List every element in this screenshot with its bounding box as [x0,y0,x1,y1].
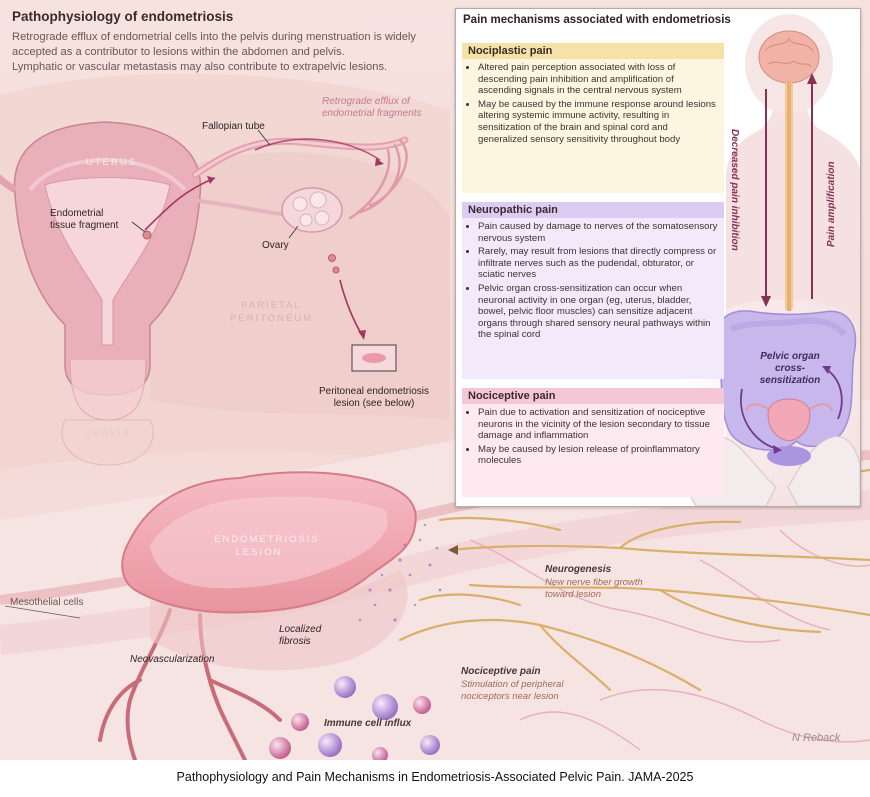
cross-sensitization-arrow [740,388,779,450]
nociceptive-box: Nociceptive pain Pain due to activation … [462,388,724,497]
nociceptive-heading: Nociceptive pain [462,388,724,404]
list-item: May be caused by lesion release of proin… [478,444,720,467]
list-item: Rarely, may result from lesions that dir… [478,246,720,281]
neurogenesis-desc: New nerve fiber growth toward lesion [545,577,643,600]
nociceptive-title: Nociceptive pain [461,666,541,677]
mesothelial-label: Mesothelial cells [10,597,84,608]
amplification-arrowhead [807,73,817,84]
neurogenesis-arrowhead [448,545,458,555]
pelvic-uterus [767,398,811,442]
panel-title: Pain mechanisms associated with endometr… [463,14,731,26]
list-item: Altered pain perception associated with … [478,62,720,97]
neuropathic-box: Neuropathic pain Pain caused by damage t… [462,202,724,379]
pathophysiology-illustration: Pathophysiology of endometriosis Retrogr… [0,0,870,760]
fallopian-tube-label: Fallopian tube [202,121,265,132]
neuropathic-heading: Neuropathic pain [462,202,724,218]
pain-amplification-label: Pain amplification [826,161,837,247]
list-item: Pain caused by damage to nerves of the s… [478,221,720,244]
intro-paragraph-2: Lymphatic or vascular metastasis may als… [12,61,388,73]
nociplastic-list: Altered pain perception associated with … [462,62,724,145]
fibrosis-label: Localized fibrosis [279,624,322,647]
colon [715,310,857,451]
neovascularization-label: Neovascularization [130,654,215,665]
efflux-arrow-fimbriae [254,138,381,161]
tissue-fragment [142,230,152,240]
list-item: Pain due to activation and sensitization… [478,407,720,442]
uterus-label: UTERUS [86,157,138,168]
immune-cells [269,676,440,760]
uterus-lining [28,158,187,192]
retrograde-label: Retrograde efflux of endometrial fragmen… [322,96,422,119]
intro-paragraph-1: Retrograde efflux of endometrial cells i… [12,31,416,58]
neurogenesis-title: Neurogenesis [545,564,612,575]
parietal-peritoneum-label: PARIETAL PERITONEUM [229,300,314,324]
cervix-region [61,419,154,466]
blood-vessels [469,529,870,751]
nociceptive-desc: Stimulation of peripheral nociceptors ne… [461,679,564,702]
pain-mechanisms-panel: Pain mechanisms associated with endometr… [455,8,861,507]
ovary-label: Ovary [262,240,289,251]
main-title: Pathophysiology of endometriosis [12,9,234,24]
decreased-inhibition-label: Decreased pain inhibition [729,129,740,251]
nociplastic-heading: Nociplastic pain [462,43,724,59]
efflux-arrow-tube [144,177,216,231]
peritoneal-lesion-label: Peritoneal endometriosis lesion (see bel… [318,386,430,409]
neuropathic-list: Pain caused by damage to nerves of the s… [462,221,724,341]
artist-signature: N Reback [792,732,841,744]
nociplastic-box: Nociplastic pain Altered pain perception… [462,43,724,193]
fimbriae [348,138,408,220]
fibrosis-region [150,570,408,671]
lesion-label: ENDOMETRIOSIS LESION [214,534,320,558]
uterine-cavity [44,177,171,346]
nociceptive-list: Pain due to activation and sensitization… [462,407,724,467]
intro-text: Retrograde efflux of endometrial cells i… [12,30,442,75]
proinflammatory-dots [358,523,442,622]
cross-sensitization-label: Pelvic organ cross-sensitization [759,351,821,386]
immune-label: Immune cell influx [324,718,412,729]
cervix-label: CERVIX [84,428,132,439]
tissue-fragment-label: Endometrial tissue fragment [50,208,119,231]
list-item: Pelvic organ cross-sensitization can occ… [478,283,720,341]
figure-caption: Pathophysiology and Pain Mechanisms in E… [176,770,694,784]
falling-fragment [328,254,336,262]
arrow-to-lesion [339,279,363,336]
list-item: May be caused by the immune response aro… [478,99,720,145]
inhibition-arrowhead [761,296,771,307]
